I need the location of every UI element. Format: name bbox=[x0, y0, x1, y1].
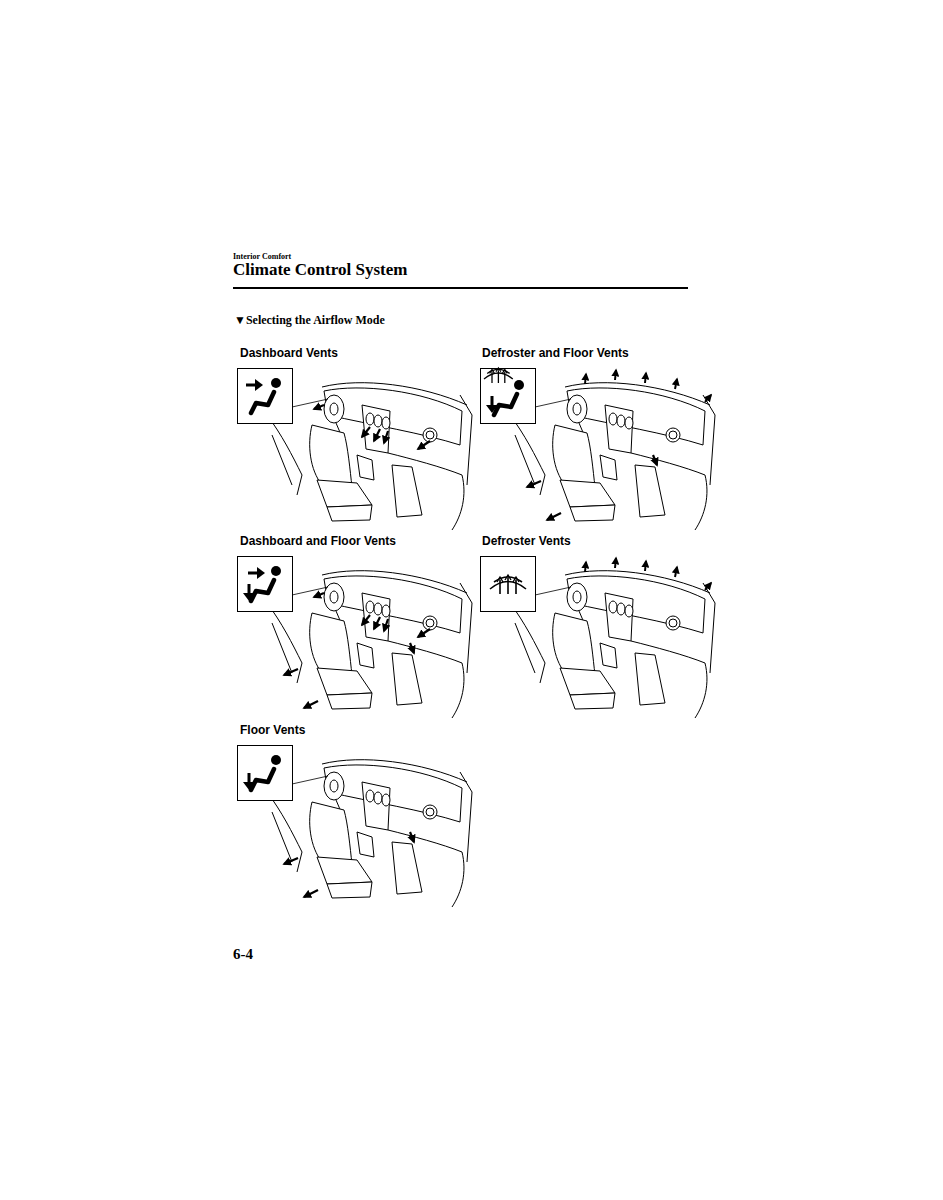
section-name: Interior Comfort bbox=[233, 252, 291, 261]
cabin-illustration bbox=[267, 383, 472, 530]
cabin-illustration bbox=[510, 558, 715, 718]
page-title: Climate Control System bbox=[233, 260, 407, 280]
mode-icon bbox=[238, 369, 293, 424]
mode-heading: Defroster and Floor Vents bbox=[482, 347, 629, 361]
mode-icon bbox=[238, 746, 293, 801]
mode-heading: Dashboard and Floor Vents bbox=[240, 535, 396, 549]
cabin-illustration bbox=[510, 370, 715, 530]
page-number: 6-4 bbox=[233, 946, 253, 963]
subsection-heading: ▼Selecting the Airflow Mode bbox=[234, 314, 385, 328]
mode-icon bbox=[481, 557, 536, 612]
mode-icon bbox=[238, 557, 293, 612]
mode-heading: Floor Vents bbox=[240, 724, 305, 738]
cabin-illustration bbox=[267, 760, 472, 907]
mode-heading: Defroster Vents bbox=[482, 535, 571, 549]
mode-icon bbox=[481, 368, 536, 424]
mode-heading: Dashboard Vents bbox=[240, 347, 338, 361]
cabin-illustration bbox=[267, 571, 472, 718]
header-rule bbox=[233, 287, 688, 289]
